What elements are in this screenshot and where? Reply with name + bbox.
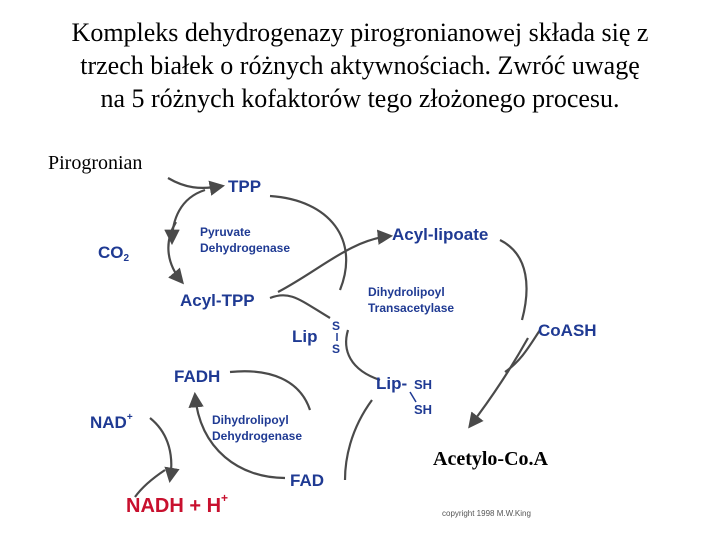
lip-s-to-acyl-tpp-arc: [269, 294, 331, 319]
acyl-lipoate-label: Acyl-lipoate: [392, 225, 488, 244]
co2-subscript: 2: [124, 253, 130, 264]
title-line-3: na 5 różnych kofaktorów tego złożonego p…: [100, 84, 620, 113]
nad-superscript: +: [127, 412, 133, 423]
coash-to-acetyl-coa-arrow: [468, 337, 529, 429]
tpp-to-co2-arrow: [164, 188, 206, 246]
coash-label: CoASH: [538, 321, 597, 340]
acetyl-coa-label: Acetylo-Co.A: [433, 448, 548, 470]
co2-release-arrow: [167, 221, 184, 285]
nadh-superscript: +: [221, 491, 228, 505]
fad-to-fadh-arc: [188, 391, 286, 480]
dithiol-bond: [409, 391, 417, 403]
co2-text: CO: [98, 243, 124, 262]
title-line-2: trzech białek o różnych aktywnościach. Z…: [80, 51, 640, 80]
tpp-cycle-arc: [269, 194, 348, 291]
enzyme2-name-line2: Transacetylase: [368, 301, 454, 315]
dithiol-sh-top: SH: [414, 377, 432, 392]
slide-title: Kompleks dehydrogenazy pirogronianowej s…: [20, 16, 700, 115]
nad-text: NAD: [90, 413, 127, 432]
copyright-notice: copyright 1998 M.W.King: [442, 509, 531, 518]
lipsh-to-lips-arc: [345, 329, 381, 382]
fadh-label: FADH: [174, 367, 220, 386]
title-line-1: Kompleks dehydrogenazy pirogronianowej s…: [71, 18, 649, 47]
nadh-release-arc: [134, 469, 166, 498]
co2-label: CO2: [98, 243, 130, 264]
lipsh-to-fad-arc: [343, 399, 373, 481]
disulfide-s-bottom: S: [332, 342, 340, 356]
nadh-text: NADH + H: [126, 495, 221, 517]
pyruvate-to-tpp-arrow: [167, 177, 226, 196]
enzyme2-name-line1: Dihydrolipoyl: [368, 285, 445, 299]
enzyme3-name-line2: Dehydrogenase: [212, 429, 302, 443]
nadh-label: NADH + H+: [126, 491, 228, 517]
enzyme1-name-line1: Pyruvate: [200, 225, 251, 239]
dithiol-sh-bottom: SH: [414, 402, 432, 417]
nad-arrow: [149, 417, 180, 484]
enzyme3-name-line1: Dihydrolipoyl: [212, 413, 289, 427]
fadh-to-lipsh-arc: [229, 370, 312, 411]
enzyme1-name-line2: Dehydrogenase: [200, 241, 290, 255]
acyl-tpp-label: Acyl-TPP: [180, 291, 255, 310]
lip-dithiol-label: Lip-: [376, 374, 407, 393]
acyl-tpp-to-acyl-lipoate-arrow: [277, 229, 394, 293]
lip-disulfide-label: Lip: [292, 327, 318, 346]
coash-in-arrow: [504, 329, 541, 373]
fad-label: FAD: [290, 471, 324, 490]
acyl-lipoate-to-coash-arc: [499, 239, 528, 321]
tpp-label: TPP: [228, 177, 261, 196]
pyruvate-label: Pirogronian: [48, 152, 143, 174]
nad-label: NAD+: [90, 412, 133, 432]
disulfide-s-top: S: [332, 319, 340, 333]
